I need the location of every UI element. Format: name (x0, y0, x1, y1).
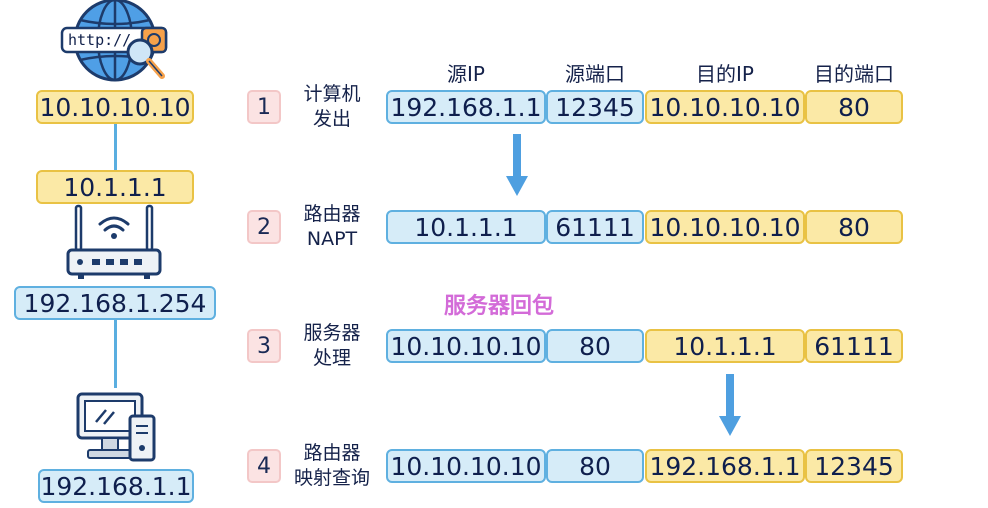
dst-port-cell: 12345 (805, 449, 903, 483)
internet-ip-box: 10.10.10.10 (36, 90, 194, 124)
dst-port-cell: 80 (805, 90, 903, 124)
step-label-line: 路由器 (303, 203, 361, 225)
src-port-cell: 80 (546, 329, 644, 363)
dst-port-cell: 80 (805, 210, 903, 244)
step-label-line: 映射查询 (293, 467, 370, 489)
step-number: 3 (247, 329, 281, 363)
header-src-port: 源端口 (565, 62, 625, 86)
step-label-line: 计算机 (303, 83, 361, 105)
step-label: 计算机 发出 (292, 82, 372, 132)
down-arrow-icon (719, 374, 741, 436)
step-number: 4 (247, 449, 281, 483)
src-ip-cell: 10.1.1.1 (386, 210, 546, 244)
router-icon (66, 204, 162, 279)
dst-ip-cell: 10.10.10.10 (645, 210, 805, 244)
router-lan-ip-box: 192.168.1.254 (14, 286, 216, 320)
step-label: 服务器 处理 (292, 321, 372, 371)
header-src-ip: 源IP (447, 62, 485, 86)
step-label-line: NAPT (306, 228, 358, 250)
src-ip-cell: 192.168.1.1 (386, 90, 546, 124)
step-number: 2 (247, 210, 281, 244)
src-ip-cell: 10.10.10.10 (386, 449, 546, 483)
step-label: 路由器 映射查询 (292, 441, 372, 491)
step-label: 路由器 NAPT (292, 202, 372, 252)
src-ip-cell: 10.10.10.10 (386, 329, 546, 363)
header-dst-port: 目的端口 (814, 62, 894, 86)
router-wan-ip-box: 10.1.1.1 (36, 170, 194, 204)
computer-ip-box: 192.168.1.1 (38, 469, 194, 503)
dst-ip-cell: 10.1.1.1 (645, 329, 805, 363)
server-reply-label: 服务器回包 (444, 294, 555, 319)
step-label-line: 处理 (312, 347, 351, 369)
link-internet-router (114, 124, 117, 172)
computer-icon (76, 392, 156, 462)
globe-icon (60, 0, 168, 82)
src-port-cell: 80 (546, 449, 644, 483)
dst-ip-cell: 192.168.1.1 (645, 449, 805, 483)
dst-ip-cell: 10.10.10.10 (645, 90, 805, 124)
step-label-line: 路由器 (303, 442, 361, 464)
down-arrow-icon (506, 134, 528, 196)
src-port-cell: 61111 (546, 210, 644, 244)
step-number: 1 (247, 90, 281, 124)
header-dst-ip: 目的IP (696, 62, 754, 86)
url-text: http:// (68, 31, 132, 49)
step-label-line: 发出 (312, 108, 351, 130)
src-port-cell: 12345 (546, 90, 644, 124)
link-router-computer (114, 320, 117, 388)
step-label-line: 服务器 (303, 322, 361, 344)
dst-port-cell: 61111 (805, 329, 903, 363)
